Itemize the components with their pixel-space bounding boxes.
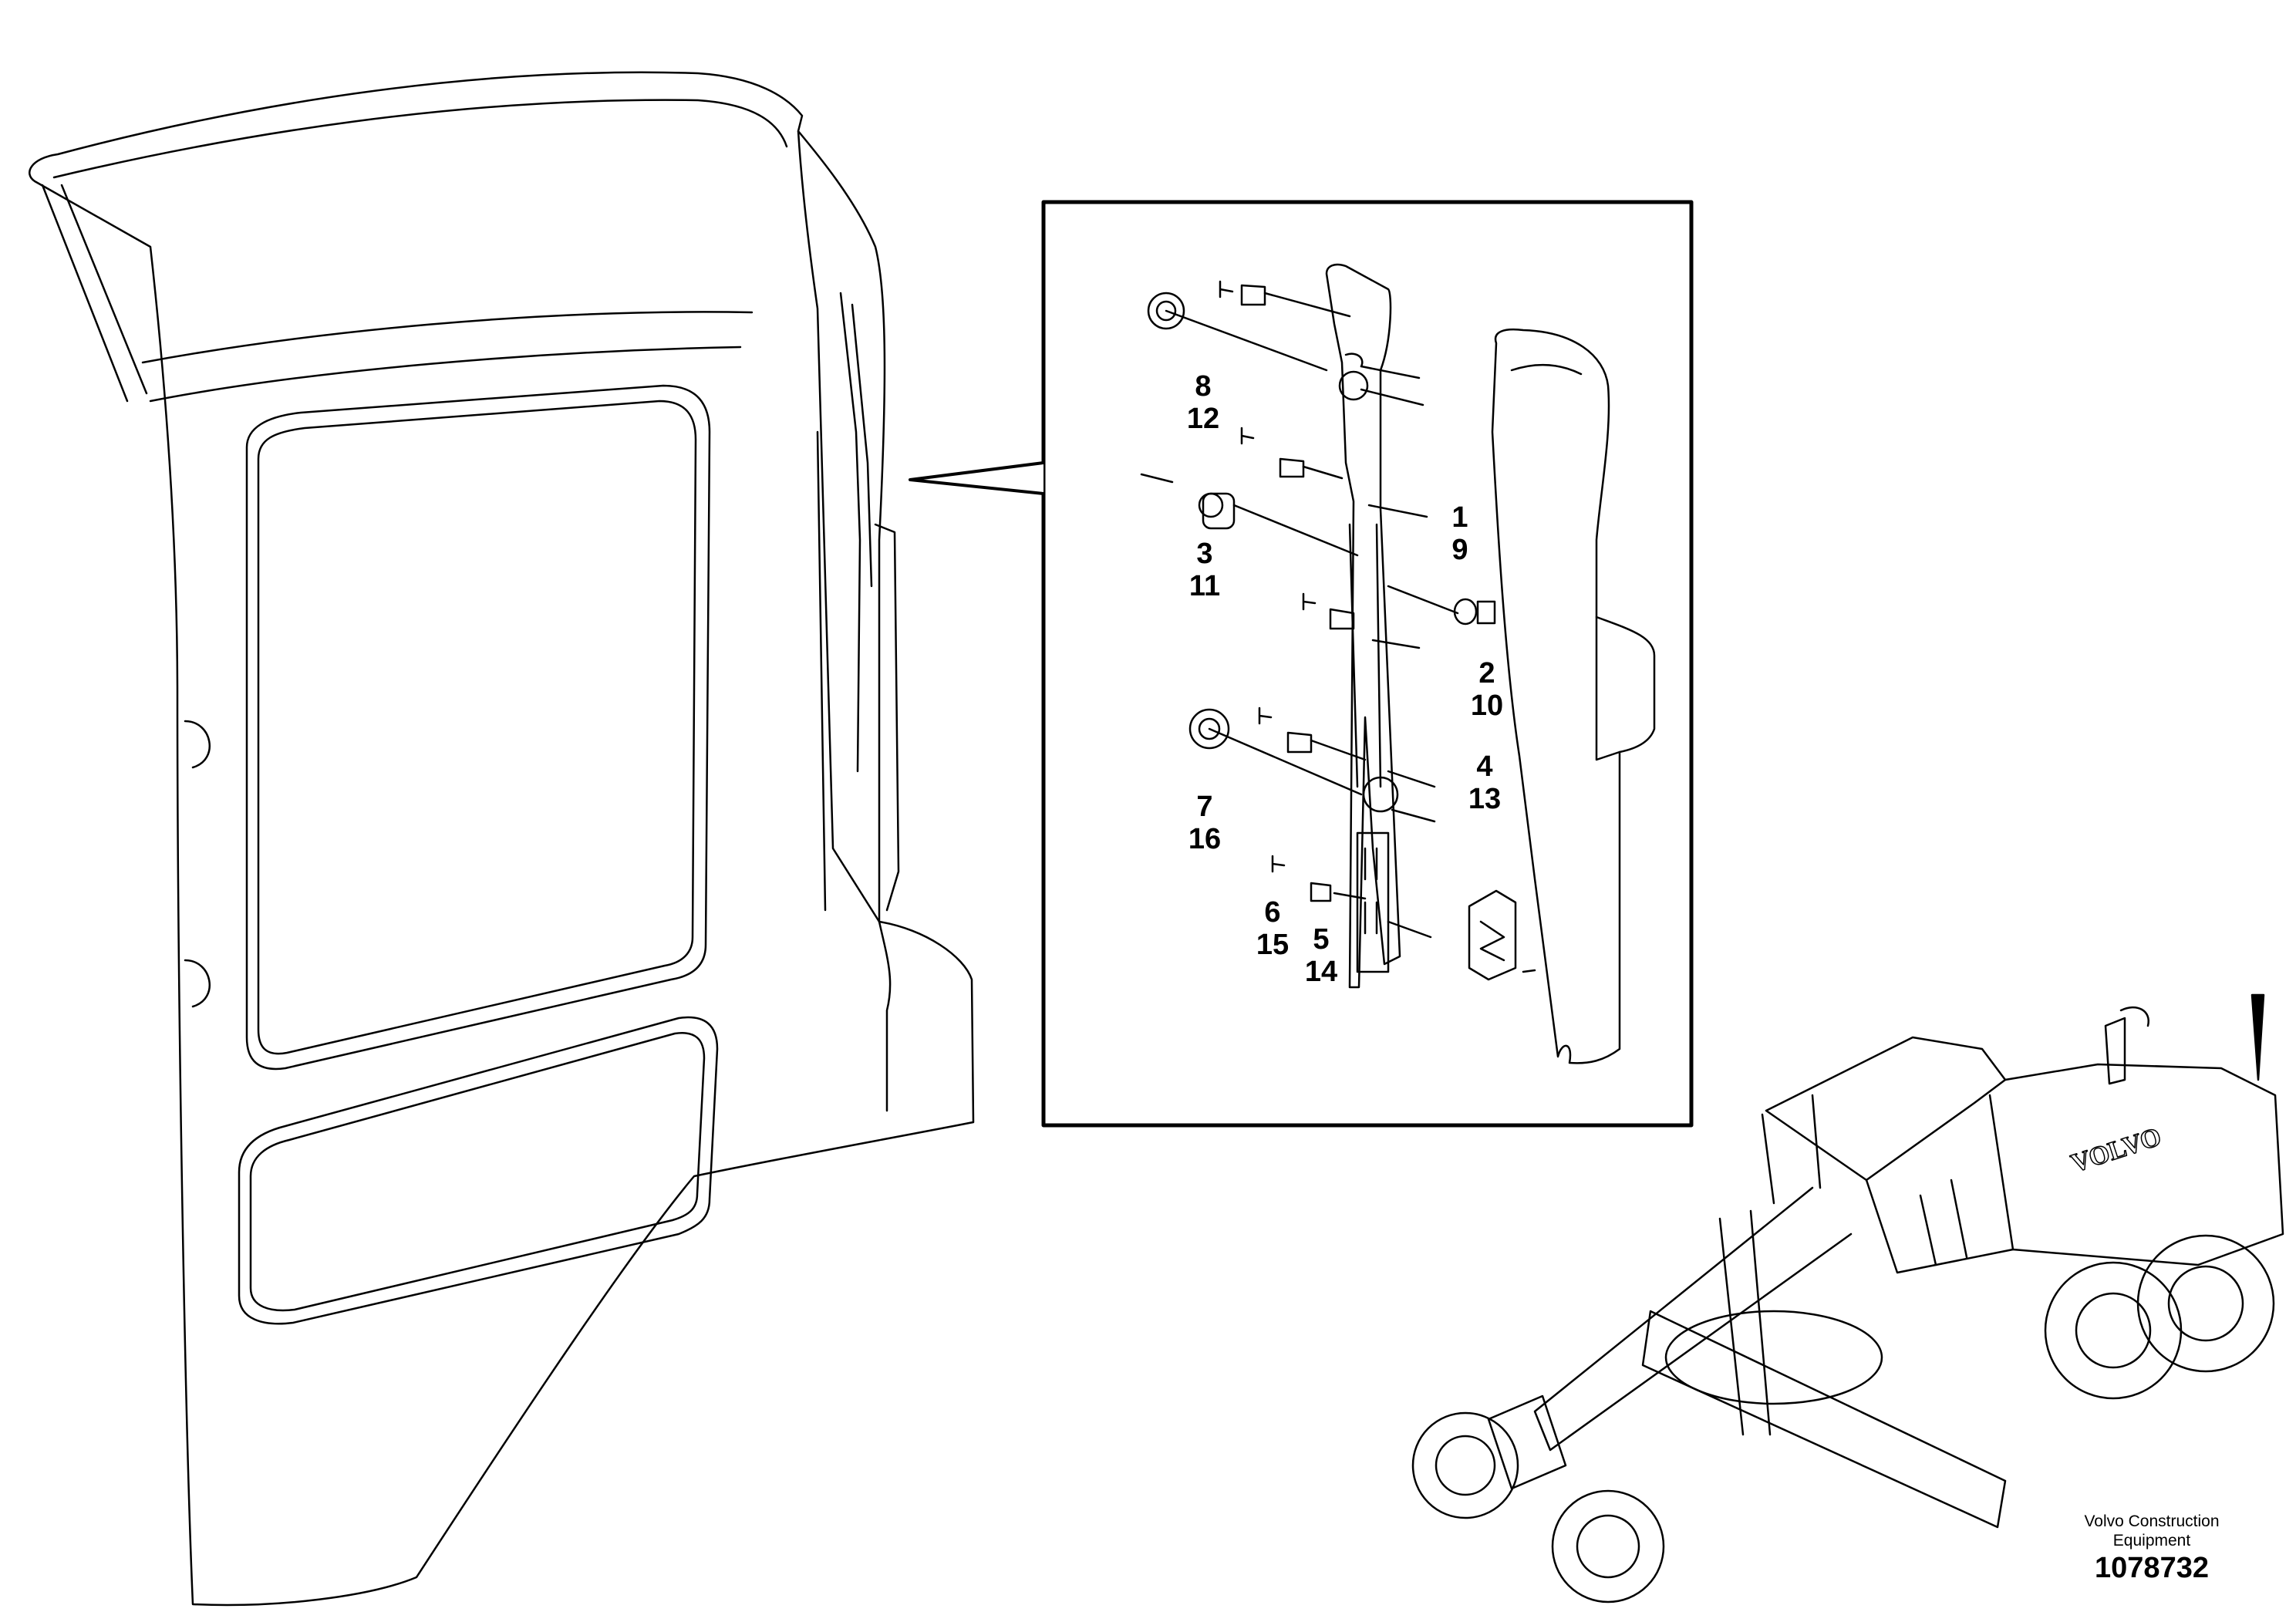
- fasteners: [1140, 280, 1536, 981]
- callout-number: 9: [1451, 534, 1468, 566]
- detail-callout-frame: [909, 200, 1694, 1128]
- callout-number: 7: [1196, 791, 1213, 823]
- callout-number: 2: [1478, 657, 1495, 690]
- cab-panel: [29, 71, 975, 1607]
- publisher-credit: Volvo Construction Equipment: [2036, 1512, 2267, 1550]
- publisher-line-2: Equipment: [2112, 1532, 2191, 1549]
- callout-number: 5: [1313, 923, 1330, 956]
- callout-number: 4: [1476, 750, 1493, 783]
- pillar-bracket: [1325, 263, 1401, 989]
- callout-6-15: 6 15: [1242, 896, 1303, 961]
- callout-4-13: 4 13: [1454, 750, 1515, 815]
- callout-number: 8: [1195, 370, 1212, 403]
- callout-number: 11: [1188, 570, 1221, 602]
- callout-number: 10: [1470, 690, 1504, 722]
- motor-grader-illustration: VOLVO: [1411, 993, 2284, 1603]
- brand-decal: VOLVO: [2068, 1122, 2165, 1178]
- callout-number: 13: [1468, 783, 1502, 815]
- callout-number: 3: [1196, 538, 1213, 570]
- callout-number: 15: [1256, 929, 1290, 961]
- callout-number: 12: [1186, 403, 1220, 435]
- callout-8-12: 8 12: [1172, 370, 1234, 435]
- callout-7-16: 7 16: [1174, 791, 1236, 855]
- callout-3-11: 3 11: [1174, 538, 1236, 602]
- callout-number: 6: [1264, 896, 1281, 929]
- callout-5-14: 5 14: [1290, 923, 1352, 988]
- pillar-trim-cover: [1491, 329, 1656, 1064]
- callout-number: 16: [1188, 823, 1222, 855]
- callout-1-9: 1 9: [1429, 501, 1491, 566]
- callout-number: 1: [1451, 501, 1468, 534]
- callout-number: 14: [1304, 956, 1338, 988]
- document-number: 1078732: [2095, 1552, 2209, 1584]
- callout-2-10: 2 10: [1456, 657, 1518, 722]
- publisher-line-1: Volvo Construction: [2084, 1512, 2220, 1530]
